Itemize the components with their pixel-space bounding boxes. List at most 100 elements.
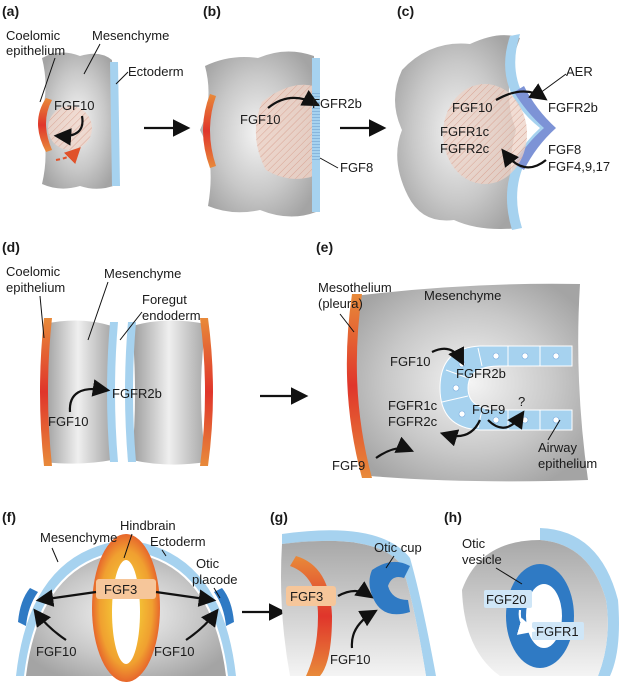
b-signal-fgf8: FGF8	[340, 160, 373, 175]
e-signal-fgf9-outer: FGF9	[332, 458, 365, 473]
c-leader-aer	[535, 73, 567, 97]
c-arrow-fgf10	[495, 83, 548, 101]
d-arrow-fgf10	[68, 379, 111, 413]
e-arrow-fgf9-to-epithelium	[487, 410, 525, 430]
c-signal-fgf10: FGF10	[452, 100, 492, 115]
d-label-mesenchyme: Mesenchyme	[104, 266, 181, 281]
e-arrow-fgf9-to-mesenchyme	[439, 419, 482, 447]
h-leader-otic	[495, 567, 523, 585]
e-label-mesothelium-1: Mesothelium	[318, 280, 392, 295]
a-label-coelomic-2: epithelium	[6, 43, 65, 58]
e-label-airway-2: epithelium	[538, 456, 597, 471]
g-signal-fgf3: FGF3	[290, 589, 323, 604]
g-otic-cup	[369, 561, 410, 615]
a-leader-mesenchyme	[83, 43, 101, 75]
e-signal-fgfr1c: FGFR1c	[388, 398, 438, 413]
h-signal-fgf20: FGF20	[486, 592, 526, 607]
e-mesothelium	[346, 294, 372, 478]
g-arrow-fgf3	[337, 581, 374, 599]
e-airway-epithelium	[439, 345, 573, 431]
d-right-coelomic	[200, 318, 213, 466]
f-arrow-fgf3-right	[155, 589, 217, 607]
f-hindbrain-lumen	[112, 560, 140, 664]
e-signal-fgfr2b: FGFR2b	[456, 366, 506, 381]
e-arrow-fgf9-outer	[375, 436, 415, 459]
b-leader-fgf8	[319, 157, 339, 169]
panel-d: (d) Coelomic epithelium Mesenchyme Foreg…	[2, 239, 213, 466]
panel-h-letter: (h)	[444, 509, 462, 525]
f-otic-placode-left	[18, 588, 38, 626]
a-dashed-arrow	[55, 147, 81, 165]
h-fgf20-box	[484, 590, 532, 608]
d-left-endoderm	[107, 322, 118, 462]
a-leader-coelomic	[39, 57, 56, 103]
a-label-coelomic-1: Coelomic	[6, 28, 61, 43]
g-arrow-fgf10	[350, 609, 378, 649]
g-signal-fgf10: FGF10	[330, 652, 370, 667]
h-label-otic-2: vesicle	[462, 552, 502, 567]
g-leader-otic-cup	[385, 555, 395, 569]
f-signal-fgf10-left: FGF10	[36, 644, 76, 659]
e-leader-mesothelium	[339, 313, 355, 333]
g-label-otic-cup: Otic cup	[374, 540, 422, 555]
f-arrow-fgf10-right	[185, 608, 219, 641]
panel-c-letter: (c)	[397, 3, 414, 19]
f-label-otic-2: placode	[192, 572, 238, 587]
d-label-coelomic-2: epithelium	[6, 280, 65, 295]
e-label-mesenchyme: Mesenchyme	[424, 288, 501, 303]
a-ectoderm	[110, 62, 120, 186]
panel-d-letter: (d)	[2, 239, 20, 255]
e-label-mesothelium-2: (pleura)	[318, 296, 363, 311]
c-signal-fgfr2b: FGFR2b	[548, 100, 598, 115]
f-label-hindbrain: Hindbrain	[120, 518, 176, 533]
f-label-mesenchyme: Mesenchyme	[40, 530, 117, 545]
c-signal-fgf8: FGF8	[548, 142, 581, 157]
a-label-ectoderm: Ectoderm	[128, 64, 184, 79]
panel-e: (e) Mesothelium (pleura) Mesenchyme FGF1…	[316, 239, 597, 482]
e-signal-fgf9-inner: FGF9	[472, 402, 505, 417]
d-signal-fgfr2b: FGFR2b	[112, 386, 162, 401]
a-label-mesenchyme: Mesenchyme	[92, 28, 169, 43]
b-signal-fgf10: FGF10	[240, 112, 280, 127]
f-signal-fgf3: FGF3	[104, 582, 137, 597]
a-signal-fgf10: FGF10	[54, 98, 94, 113]
h-ectoderm	[540, 528, 619, 676]
panel-g: (g) FGF3 Otic cup FGF10	[270, 509, 436, 676]
panel-f-letter: (f)	[2, 509, 16, 525]
h-fgfr1-box	[532, 622, 584, 640]
f-otic-placode-right	[214, 588, 234, 626]
e-arrow-fgf10	[431, 346, 464, 366]
c-signal-fgf4917: FGF4,9,17	[548, 159, 610, 174]
d-right-endoderm	[125, 322, 136, 462]
h-signal-fgfr1: FGFR1	[536, 624, 579, 639]
c-label-aer: AER	[566, 64, 593, 79]
f-leader-ectoderm	[161, 549, 167, 557]
d-signal-fgf10: FGF10	[48, 414, 88, 429]
panel-c: (c) AER FGF10 FGFR2b FGFR1c FGFR2c FGF8 …	[395, 3, 610, 230]
b-coelomic-epithelium	[203, 94, 216, 168]
a-arrow-fgf10	[53, 115, 84, 146]
panel-b: (b) FGF10 FGFR2b FGF8	[200, 3, 373, 217]
b-ectoderm-fgf8-zone	[312, 92, 320, 162]
b-arrow-fgf10	[267, 89, 320, 109]
e-label-airway-1: Airway	[538, 440, 578, 455]
panel-a: (a) Coelomic epithelium Mesenchyme Ectod…	[2, 3, 184, 189]
panel-g-letter: (g)	[270, 509, 288, 525]
e-signal-fgf10: FGF10	[390, 354, 430, 369]
panel-f: (f) FGF3 Mesenchyme Hindbrain Ectoderm O…	[2, 509, 238, 682]
d-label-foregut-1: Foregut	[142, 292, 187, 307]
e-leader-airway	[547, 419, 561, 441]
b-signal-fgfr2b: FGFR2b	[312, 96, 362, 111]
e-signal-question: ?	[518, 394, 525, 409]
c-arrow-fgf8	[501, 148, 547, 169]
e-signal-fgfr2c: FGFR2c	[388, 414, 438, 429]
c-signal-fgfr1c: FGFR1c	[440, 124, 490, 139]
f-fgf3-box	[96, 579, 156, 599]
f-arrow-fgf10-left	[33, 608, 67, 641]
panel-b-letter: (b)	[203, 3, 221, 19]
h-arrow-fgf20	[516, 609, 537, 635]
d-leader-foregut	[119, 311, 143, 341]
f-arrow-fgf3-left	[35, 589, 97, 607]
f-leader-hindbrain	[123, 533, 133, 559]
